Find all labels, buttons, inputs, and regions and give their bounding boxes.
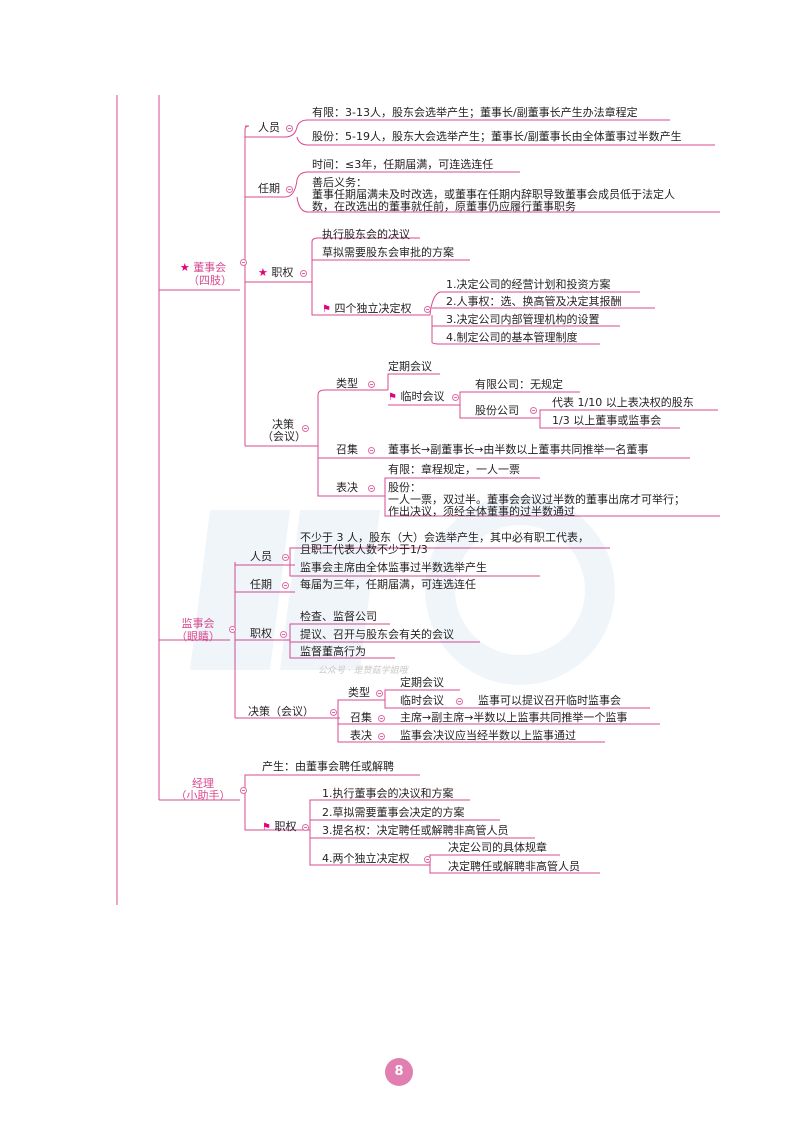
collapse-icon[interactable] xyxy=(368,485,375,492)
collapse-icon[interactable] xyxy=(424,856,431,863)
supervisory-interim-meeting: 临时会议 xyxy=(400,694,444,707)
collapse-icon[interactable] xyxy=(286,125,293,132)
supervisory-regular-meeting: 定期会议 xyxy=(400,676,444,689)
flag-icon: ⚑ xyxy=(322,304,331,315)
manager-label: 经理 xyxy=(192,777,214,790)
board-vote-item: 股份： xyxy=(388,481,421,494)
board-vote-item: 作出决议，须经全体董事的过半数通过 xyxy=(388,505,575,518)
board-term-item: 时间：≤3年，任期届满，可连选连任 xyxy=(312,158,494,171)
supervisory-convene-text: 主席→副主席→半数以上监事共同推举一个监事 xyxy=(400,711,628,724)
watermark-graphic xyxy=(190,495,615,685)
collapse-icon[interactable] xyxy=(240,787,247,794)
board-decision-label: 决策 xyxy=(272,418,294,431)
collapse-icon[interactable] xyxy=(376,690,383,697)
collapse-icon[interactable] xyxy=(282,554,289,561)
board-interim-meeting: ⚑ 临时会议 xyxy=(388,390,445,403)
manager-powers-item: 1.执行董事会的决议和方案 xyxy=(322,787,454,800)
board-independent-item: 3.决定公司内部管理机构的设置 xyxy=(446,313,600,326)
board-personnel-item: 有限：3-13人，股东会选举产生；董事长/副董事长产生办法章程定 xyxy=(312,106,638,119)
supervisory-interim-text: 监事可以提议召开临时监事会 xyxy=(478,694,621,707)
manager-powers-item: 3.提名权：决定聘任或解聘非高管人员 xyxy=(322,824,509,837)
board-limited-company: 有限公司：无规定 xyxy=(475,378,563,391)
board-term-item: 数，在改选出的董事就任前，原董事仍应履行董事职务 xyxy=(312,200,576,213)
board-vote-label: 表决 xyxy=(336,481,358,494)
watermark-text: 公众号 · 是赞菇学姐哦 xyxy=(318,666,408,676)
collapse-icon[interactable] xyxy=(368,381,375,388)
manager-independent-label: 4.两个独立决定权 xyxy=(322,852,410,865)
board-powers-item: 执行股东会的决议 xyxy=(322,228,410,241)
collapse-icon[interactable] xyxy=(240,259,247,266)
collapse-icon[interactable] xyxy=(229,626,236,633)
collapse-icon[interactable] xyxy=(452,394,459,401)
supervisory-personnel-item: 不少于 3 人，股东（大）会选举产生，其中必有职工代表， xyxy=(300,531,589,544)
supervisory-personnel-item: 监事会主席由全体监事过半数选举产生 xyxy=(300,561,487,574)
manager-powers-item: 2.草拟需要董事会决定的方案 xyxy=(322,806,465,819)
board-decision-label-sub: （会议） xyxy=(262,430,306,443)
collapse-icon[interactable] xyxy=(378,715,385,722)
supervisory-convene-label: 召集 xyxy=(350,711,372,724)
supervisory-powers-item: 监督董高行为 xyxy=(300,645,366,658)
supervisory-personnel-label: 人员 xyxy=(250,550,272,563)
board-stock-item: 代表 1/10 以上表决权的股东 xyxy=(552,396,694,409)
board-term-item: 董事任期届满未及时改选，或董事在任期内辞职导致董事会成员低于法定人 xyxy=(312,188,675,201)
board-independent-item: 1.决定公司的经营计划和投资方案 xyxy=(446,278,611,291)
collapse-icon[interactable] xyxy=(456,698,463,705)
board-stock-item: 1/3 以上董事或监事会 xyxy=(552,414,662,427)
manager-independent-item: 决定聘任或解聘非高管人员 xyxy=(448,860,580,873)
board-label: ★ 董事会 xyxy=(179,261,227,274)
collapse-icon[interactable] xyxy=(330,709,337,716)
board-convene-label: 召集 xyxy=(336,443,358,456)
board-personnel-item: 股份：5-19人，股东大会选举产生；董事长/副董事长由全体董事过半数产生 xyxy=(312,130,682,143)
supervisory-powers-item: 检查、监督公司 xyxy=(300,610,377,623)
supervisory-vote-label: 表决 xyxy=(350,729,372,742)
board-personnel-label: 人员 xyxy=(258,121,280,134)
collapse-icon[interactable] xyxy=(302,425,309,432)
board-vote-item: 一人一票，双过半。董事会会议过半数的董事出席才可举行； xyxy=(388,493,685,506)
manager-independent-item: 决定公司的具体规章 xyxy=(448,841,547,854)
board-label-sub: （四肢） xyxy=(188,274,232,287)
board-independent-item: 2.人事权：选、换高管及决定其报酬 xyxy=(446,295,622,308)
supervisory-label: 监事会 xyxy=(181,617,215,630)
board-regular-meeting: 定期会议 xyxy=(388,360,432,373)
board-term-label: 任期 xyxy=(258,182,280,195)
collapse-icon[interactable] xyxy=(300,270,307,277)
board-powers-label: ★ 职权 xyxy=(258,266,294,279)
collapse-icon[interactable] xyxy=(378,733,385,740)
board-vote-item: 有限：章程规定，一人一票 xyxy=(388,463,520,476)
collapse-icon[interactable] xyxy=(424,306,431,313)
supervisory-decision-label: 决策（会议） xyxy=(248,705,314,718)
board-convene-text: 董事长→副董事长→由半数以上董事共同推举一名董事 xyxy=(388,443,649,456)
board-independent-label: ⚑ 四个独立决定权 xyxy=(322,302,412,315)
supervisory-powers-label: 职权 xyxy=(250,627,272,640)
supervisory-term-label: 任期 xyxy=(250,578,272,591)
manager-powers-label: ⚑ 职权 xyxy=(262,820,297,833)
board-type-label: 类型 xyxy=(336,377,358,390)
manager-label-sub: （小助手） xyxy=(175,789,231,802)
board-powers-item: 草拟需要股东会审批的方案 xyxy=(322,246,454,259)
supervisory-vote-text: 监事会决议应当经半数以上监事通过 xyxy=(400,729,576,742)
supervisory-powers-item: 提议、召开与股东会有关的会议 xyxy=(300,628,454,641)
board-independent-item: 4.制定公司的基本管理制度 xyxy=(446,331,578,344)
manager-production: 产生：由董事会聘任或解聘 xyxy=(262,760,394,773)
collapse-icon[interactable] xyxy=(282,582,289,589)
collapse-icon[interactable] xyxy=(286,186,293,193)
flag-icon: ⚑ xyxy=(262,822,271,833)
supervisory-term-text: 每届为三年，任期届满，可连选连任 xyxy=(300,578,476,591)
supervisory-personnel-item: 且职工代表人数不少于1/3 xyxy=(300,543,428,556)
supervisory-label-sub: （眼睛） xyxy=(176,630,220,643)
star-icon: ★ xyxy=(258,266,268,279)
supervisory-type-label: 类型 xyxy=(348,686,370,699)
page-number: 8 xyxy=(385,1058,413,1086)
star-icon: ★ xyxy=(179,261,190,274)
board-stock-company: 股份公司 xyxy=(475,404,519,417)
collapse-icon[interactable] xyxy=(368,447,375,454)
board-term-item: 善后义务： xyxy=(312,176,367,189)
collapse-icon[interactable] xyxy=(280,631,287,638)
flag-icon: ⚑ xyxy=(388,392,397,403)
collapse-icon[interactable] xyxy=(530,407,537,414)
collapse-icon[interactable] xyxy=(302,824,309,831)
